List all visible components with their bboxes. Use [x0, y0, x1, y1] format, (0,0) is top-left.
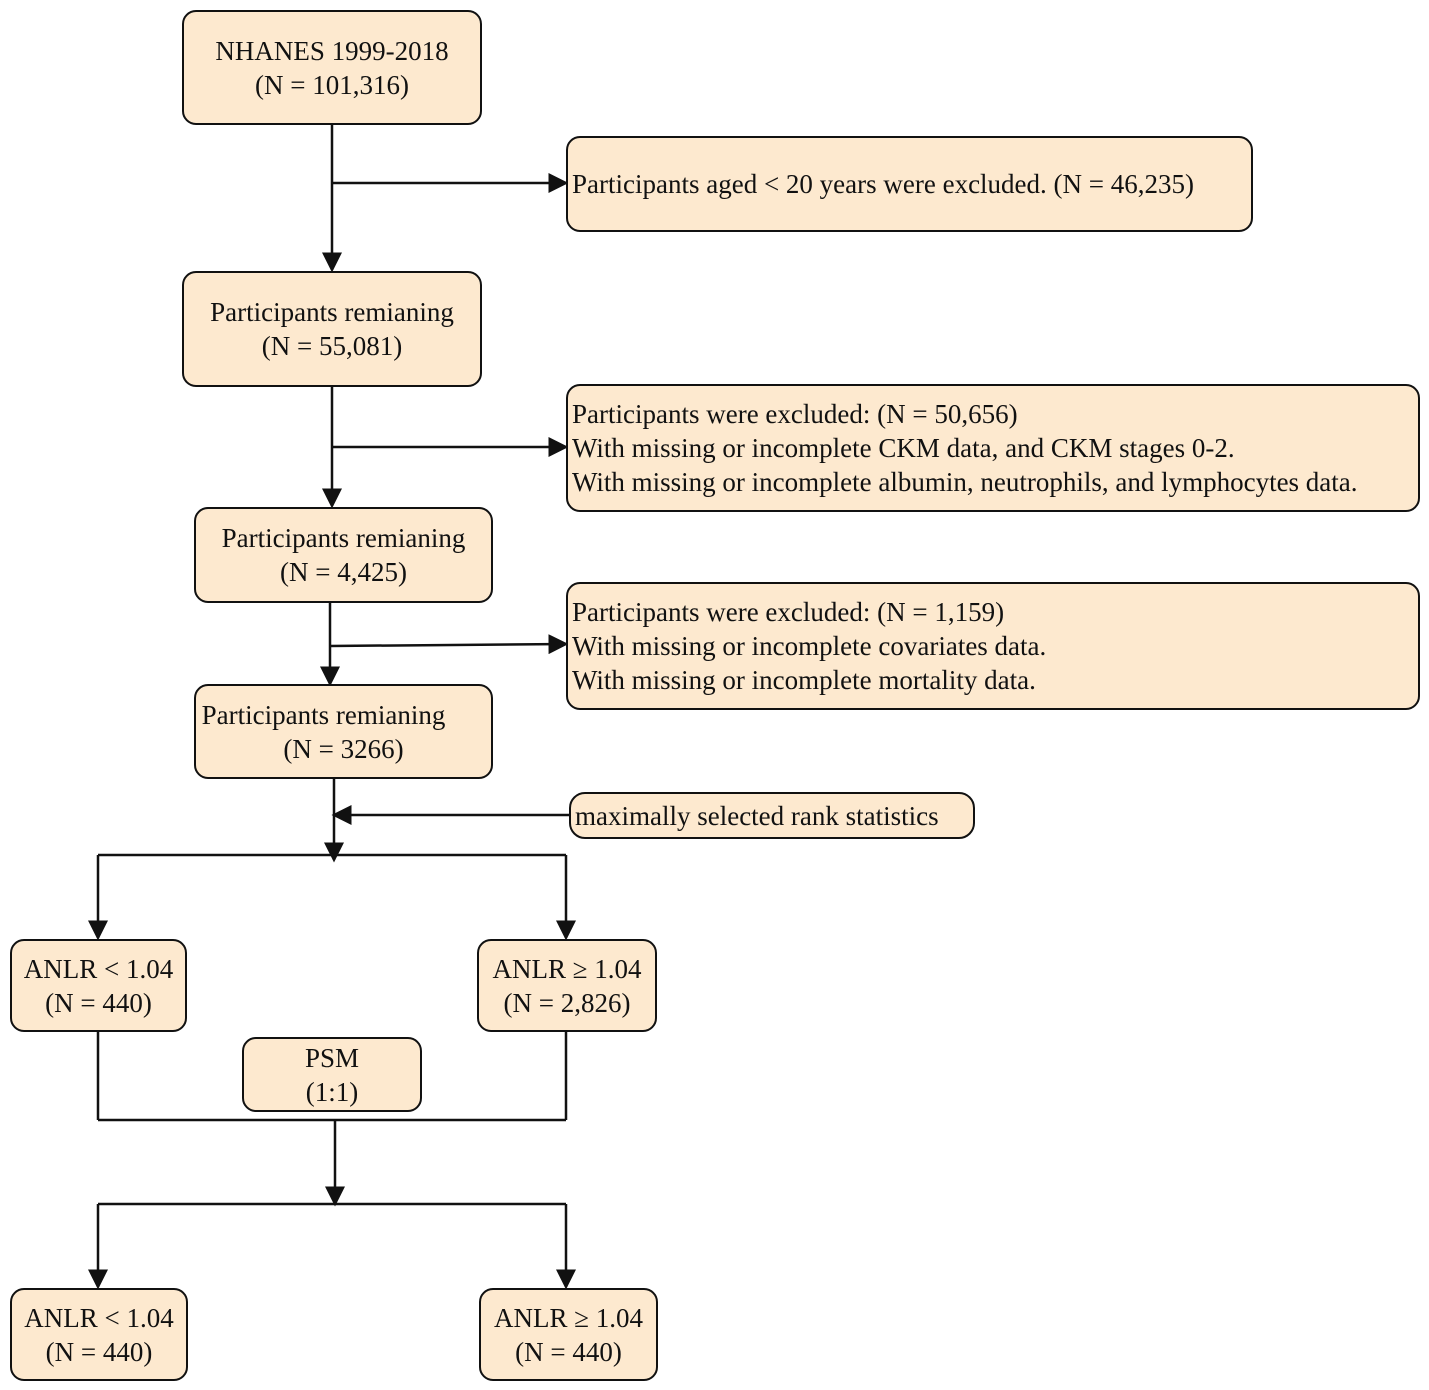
- anlr-low-post-label: ANLR < 1.04: [24, 1302, 174, 1333]
- excluded-ckm-reason-2: With missing or incomplete albumin, neut…: [572, 467, 1358, 497]
- excluded-ckm-reason-1: With missing or incomplete CKM data, and…: [572, 433, 1235, 463]
- nhanes-box: NHANES 1999-2018 (N = 101,316): [182, 10, 482, 125]
- remaining-2-count: (N = 4,425): [280, 557, 407, 587]
- anlr-high-pre-box: ANLR ≥ 1.04 (N = 2,826): [477, 939, 657, 1032]
- remaining-1-title: Participants remianing: [210, 297, 454, 327]
- anlr-low-pre-label: ANLR < 1.04: [23, 953, 174, 984]
- excluded-covariates-reason-1: With missing or incomplete covariates da…: [572, 631, 1047, 661]
- remaining-1-count: (N = 55,081): [261, 331, 403, 361]
- remaining-3-count: (N = 3266): [283, 733, 404, 764]
- remaining-3-title: Participants remianing: [201, 699, 446, 730]
- excluded-ckm-title: Participants were excluded: (N = 50,656): [572, 399, 1018, 429]
- remaining-2-title: Participants remianing: [221, 523, 466, 553]
- anlr-high-pre-label: ANLR ≥ 1.04: [492, 953, 642, 984]
- anlr-low-post-count: (N = 440): [45, 1336, 153, 1367]
- anlr-high-post-count: (N = 440): [515, 1336, 622, 1367]
- excluded-age-box: Participants aged < 20 years were exclud…: [566, 136, 1253, 232]
- excluded-covariates-box: Participants were excluded: (N = 1,159) …: [566, 582, 1420, 710]
- psm-label: PSM: [304, 1042, 360, 1073]
- anlr-high-post-box: ANLR ≥ 1.04 (N = 440): [479, 1288, 658, 1381]
- rank-statistics-box: maximally selected rank statistics: [569, 792, 975, 839]
- remaining-3-box: Participants remianing (N = 3266): [194, 684, 493, 779]
- psm-ratio: (1:1): [305, 1076, 359, 1107]
- nhanes-title: NHANES 1999-2018: [215, 35, 449, 66]
- anlr-high-pre-count: (N = 2,826): [503, 987, 631, 1018]
- remaining-1-box: Participants remianing (N = 55,081): [182, 271, 482, 387]
- nhanes-count: (N = 101,316): [255, 69, 409, 100]
- excluded-age-text: Participants aged < 20 years were exclud…: [572, 169, 1195, 199]
- psm-box: PSM (1:1): [242, 1037, 422, 1112]
- excluded-ckm-box: Participants were excluded: (N = 50,656)…: [566, 384, 1420, 512]
- anlr-low-pre-count: (N = 440): [45, 987, 152, 1018]
- anlr-low-post-box: ANLR < 1.04 (N = 440): [10, 1288, 188, 1381]
- remaining-2-box: Participants remianing (N = 4,425): [194, 507, 493, 603]
- anlr-high-post-label: ANLR ≥ 1.04: [493, 1302, 644, 1333]
- rank-statistics-text: maximally selected rank statistics: [575, 800, 939, 831]
- excluded-covariates-reason-2: With missing or incomplete mortality dat…: [572, 665, 1036, 695]
- connector-to-excluded-covariates: [329, 634, 569, 655]
- anlr-low-pre-box: ANLR < 1.04 (N = 440): [10, 939, 187, 1032]
- excluded-covariates-title: Participants were excluded: (N = 1,159): [572, 597, 1005, 627]
